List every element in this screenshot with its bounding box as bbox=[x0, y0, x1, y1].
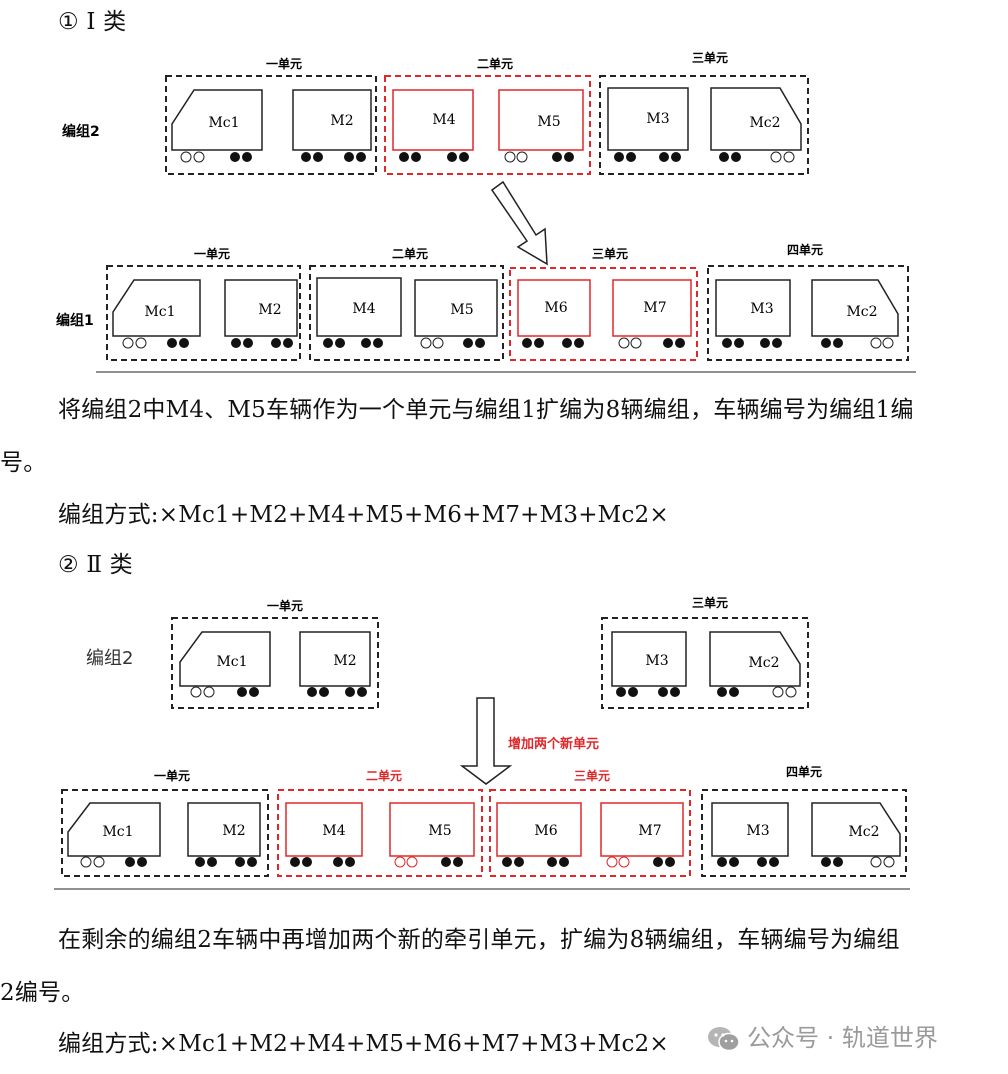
car-m4: M4 bbox=[392, 89, 474, 162]
arrow-down bbox=[459, 697, 513, 785]
svg-text:M5: M5 bbox=[428, 823, 451, 839]
svg-text:M7: M7 bbox=[643, 300, 666, 316]
unit-box-highlight bbox=[277, 789, 483, 877]
svg-text:Mc2: Mc2 bbox=[749, 115, 780, 131]
section2-heading: ② Ⅱ 类 bbox=[58, 552, 133, 578]
svg-text:M6: M6 bbox=[534, 823, 557, 839]
unit-label: 三单元 bbox=[692, 50, 728, 65]
unit-box-highlight bbox=[384, 75, 591, 175]
car-mc1: Mc1 bbox=[67, 802, 161, 868]
svg-text:M4: M4 bbox=[432, 112, 455, 128]
svg-text:M4: M4 bbox=[322, 823, 345, 839]
car-m2: M2 bbox=[187, 802, 261, 867]
section2-formation: 编组方式:×Mc1+M2+M4+M5+M6+M7+M3+Mc2× bbox=[58, 1031, 669, 1057]
unit-box bbox=[61, 789, 269, 877]
svg-text:M3: M3 bbox=[746, 823, 769, 839]
unit-box bbox=[171, 617, 379, 709]
unit-label: 三单元 bbox=[592, 246, 628, 261]
unit-box bbox=[599, 75, 809, 175]
svg-text:M2: M2 bbox=[258, 302, 281, 318]
unit-label: 二单元 bbox=[392, 246, 428, 261]
svg-text:M2: M2 bbox=[222, 823, 245, 839]
car-m6: M6 bbox=[496, 802, 582, 867]
unit-box bbox=[165, 75, 377, 175]
arrow-down bbox=[490, 180, 548, 266]
unit-box bbox=[601, 617, 809, 709]
svg-text:Mc1: Mc1 bbox=[102, 824, 133, 840]
svg-text:M5: M5 bbox=[450, 302, 473, 318]
svg-text:M5: M5 bbox=[537, 114, 560, 130]
car-m3: M3 bbox=[607, 87, 689, 162]
car-m2: M2 bbox=[224, 279, 298, 348]
unit-box bbox=[309, 265, 504, 361]
car-m3: M3 bbox=[715, 279, 791, 348]
svg-text:Mc2: Mc2 bbox=[848, 824, 879, 840]
watermark: 公众号 · 轨道世界 bbox=[707, 1018, 938, 1053]
car-m4: M4 bbox=[285, 802, 363, 867]
car-m3: M3 bbox=[711, 802, 789, 867]
group-label: 编组2 bbox=[62, 123, 100, 140]
car-mc2: Mc2 bbox=[709, 631, 801, 698]
svg-text:M3: M3 bbox=[645, 653, 668, 669]
unit-label: 二单元 bbox=[477, 56, 513, 71]
unit-box bbox=[707, 265, 909, 361]
svg-text:M7: M7 bbox=[638, 823, 661, 839]
group-label: 编组1 bbox=[56, 312, 94, 329]
watermark-text: 公众号 · 轨道世界 bbox=[747, 1024, 938, 1052]
formation-diagram-1: 一单元 二单元 三单元 编组2 Mc1 M2 M4 M5 M3 Mc2 bbox=[56, 50, 916, 373]
section2-paragraph-line2: 2编号。 bbox=[0, 980, 85, 1006]
unit-label: 四单元 bbox=[787, 242, 823, 257]
section1-heading: ① Ⅰ 类 bbox=[58, 9, 127, 35]
unit-label: 一单元 bbox=[267, 598, 303, 613]
unit-label: 四单元 bbox=[786, 764, 822, 779]
unit-label: 二单元 bbox=[366, 768, 402, 783]
section1-paragraph-line1: 将编组2中M4、M5车辆作为一个单元与编组1扩编为8辆编组，车辆编号为编组1编 bbox=[58, 397, 914, 423]
unit-label: 一单元 bbox=[154, 768, 190, 783]
svg-text:M4: M4 bbox=[352, 301, 375, 317]
unit-label: 一单元 bbox=[194, 246, 230, 261]
unit-box bbox=[701, 789, 907, 877]
car-m2: M2 bbox=[299, 631, 371, 697]
group-label: 编组2 bbox=[86, 648, 133, 669]
wechat-icon bbox=[708, 1027, 740, 1052]
svg-text:M3: M3 bbox=[750, 301, 773, 317]
unit-box bbox=[106, 265, 301, 361]
unit-label: 一单元 bbox=[266, 56, 302, 71]
car-m6: M6 bbox=[517, 279, 591, 348]
car-mc1: Mc1 bbox=[179, 631, 271, 698]
svg-text:M6: M6 bbox=[544, 300, 567, 316]
svg-text:Mc2: Mc2 bbox=[748, 655, 779, 671]
car-m7: M7 bbox=[600, 802, 684, 868]
car-mc1: Mc1 bbox=[112, 279, 201, 349]
car-mc2: Mc2 bbox=[811, 802, 901, 868]
car-mc2: Mc2 bbox=[811, 279, 899, 349]
svg-text:M3: M3 bbox=[646, 111, 669, 127]
car-mc1: Mc1 bbox=[171, 89, 263, 163]
svg-text:Mc1: Mc1 bbox=[144, 304, 175, 320]
unit-label: 三单元 bbox=[692, 595, 728, 610]
car-m4: M4 bbox=[316, 277, 402, 348]
car-mc2: Mc2 bbox=[710, 87, 802, 163]
svg-text:Mc1: Mc1 bbox=[216, 654, 247, 670]
arrow-note: 增加两个新单元 bbox=[508, 736, 599, 752]
section1-formation: 编组方式:×Mc1+M2+M4+M5+M6+M7+M3+Mc2× bbox=[58, 502, 669, 528]
car-m5: M5 bbox=[389, 802, 475, 868]
unit-box-highlight bbox=[489, 789, 691, 877]
svg-text:M2: M2 bbox=[333, 653, 356, 669]
car-m2: M2 bbox=[292, 89, 372, 162]
section1-paragraph-line2: 号。 bbox=[0, 450, 47, 476]
car-m5: M5 bbox=[414, 279, 498, 349]
unit-label: 三单元 bbox=[574, 768, 610, 783]
car-m5: M5 bbox=[498, 89, 584, 163]
car-m3: M3 bbox=[611, 631, 687, 697]
car-m7: M7 bbox=[612, 279, 692, 349]
svg-text:M2: M2 bbox=[330, 113, 353, 129]
svg-text:Mc1: Mc1 bbox=[208, 115, 239, 131]
svg-text:Mc2: Mc2 bbox=[846, 304, 877, 320]
section2-paragraph-line1: 在剩余的编组2车辆中再增加两个新的牵引单元，扩编为8辆编组，车辆编号为编组 bbox=[58, 927, 900, 953]
unit-box-highlight bbox=[509, 267, 698, 361]
